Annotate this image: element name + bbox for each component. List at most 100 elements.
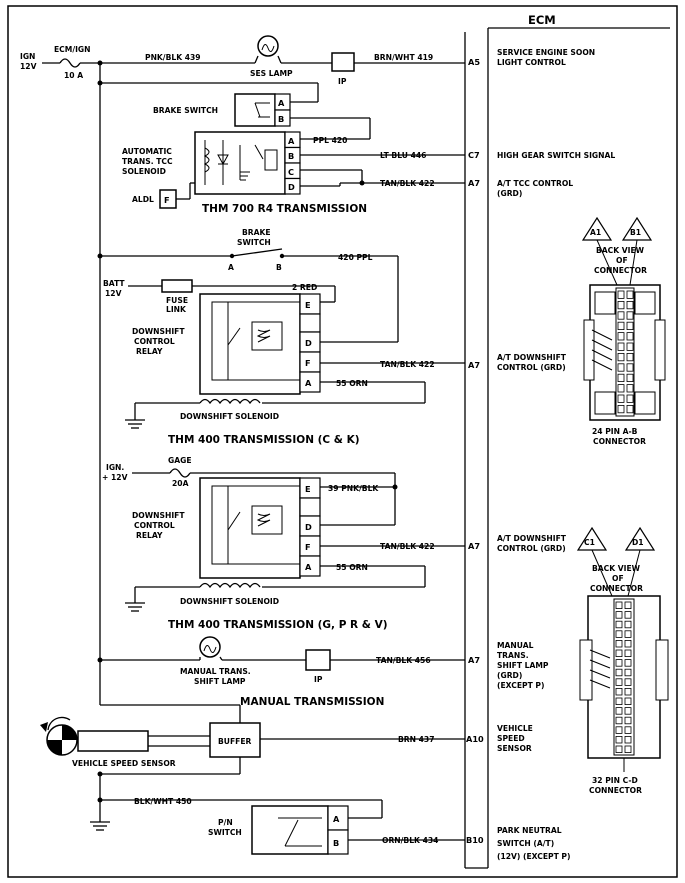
gprv-relay-pin-e: E: [305, 484, 311, 494]
tcc-pin-c: C: [288, 167, 294, 177]
connector-pin-cavity: [617, 384, 625, 393]
connector-pin-cavity: [626, 363, 634, 372]
connector-pin-cavity: [615, 697, 623, 705]
manual-section: MANUAL TRANS. SHIFT LAMP IP TAN/BLK 456 …: [97, 636, 465, 708]
ck-relay-pin-f: F: [305, 358, 311, 368]
manual-title: MANUAL TRANSMISSION: [240, 696, 384, 708]
connector-pin-cavity: [626, 373, 634, 383]
pn-section: BLK/WHT 450 P/N SWITCH A B ORN/BLK 434: [90, 774, 465, 855]
ck-relay-label-2: CONTROL: [134, 337, 175, 346]
ses-ip-label: IP: [338, 77, 347, 86]
vss-section: BUFFER BRN 437 VEHICLE SPEED SENSOR: [40, 716, 465, 777]
connector-pin-cavity: [615, 601, 623, 609]
connector-pin-cavity: [626, 300, 634, 310]
wire-label-55-orn-gprv: 55 ORN: [336, 563, 368, 572]
ck-relay-label-1: DOWNSHIFT: [132, 327, 185, 336]
ecm-func-ds-gprv-2: CONTROL (GRD): [497, 544, 566, 553]
connector-pin-cavity: [617, 342, 625, 351]
connector-pin-cavity: [617, 352, 625, 362]
ecm-ign-fuse-rating: 10 A: [64, 71, 83, 80]
ecm-pin-a7-manual: A7: [468, 655, 480, 665]
connector-ab-a1-label: A1: [590, 228, 601, 237]
gprv-ign-label-2: + 12V: [102, 473, 128, 482]
gprv-relay-label-2: CONTROL: [134, 521, 175, 530]
manual-shift-lamp-icon: [199, 636, 223, 661]
ecm-pin-a7-tcc: A7: [468, 178, 480, 188]
fuse-link: [161, 279, 193, 293]
ecm-func-tcc-1: A/T TCC CONTROL: [497, 179, 573, 188]
connector-pin-cavity: [617, 290, 625, 299]
connector-cd-caption-1: 32 PIN C-D: [592, 776, 638, 785]
connector-pin-cavity: [617, 311, 625, 320]
vss-buffer: [209, 722, 261, 758]
ecm-func-manual-2: TRANS.: [497, 651, 529, 660]
wire-label-brn-419: BRN/WHT 419: [374, 53, 433, 62]
ck-downshift-relay: [199, 293, 301, 395]
connector-pin-cavity: [617, 404, 625, 414]
connector-pin-cavity: [626, 311, 634, 320]
ecm-func-vss-3: SENSOR: [497, 744, 532, 753]
connector-pin-cavity: [617, 394, 625, 403]
ecm-pin-a7-ck: A7: [468, 360, 480, 370]
ck-switch-pin-a: A: [228, 263, 234, 272]
wire-label-lt-blu-446: LT BLU 446: [380, 151, 426, 160]
ses-lamp-label: SES LAMP: [250, 69, 293, 78]
vss-buffer-label: BUFFER: [218, 737, 252, 746]
ecm-func-vss-1: VEHICLE: [497, 724, 533, 733]
gprv-relay-label-1: DOWNSHIFT: [132, 511, 185, 520]
ecm-func-manual-3: SHIFT LAMP: [497, 661, 549, 670]
connector-pin-cavity: [624, 649, 632, 657]
connector-pin-cavity: [617, 321, 625, 331]
thm400ck-section: BRAKE SWITCH A B 420 PPL BATT 12V FUSE L…: [97, 228, 465, 446]
ecm-func-pn-2: SWITCH (A/T): [497, 839, 554, 848]
ign-label-2: 12V: [20, 62, 37, 71]
thm700-brake-switch: [234, 93, 276, 127]
wire-label-tan-blk-456: TAN/BLK 456: [376, 656, 431, 665]
pn-switch-label-2: SWITCH: [208, 828, 242, 837]
ecm-func-ds-ck-2: CONTROL (GRD): [497, 363, 566, 372]
connector-pin-cavity: [626, 404, 634, 414]
connector-pin-cavity: [615, 640, 623, 648]
wire-label-tan-blk-422-tcc: TAN/BLK 422: [380, 179, 435, 188]
connector-pin-cavity: [626, 332, 634, 341]
connector-pin-cavity: [626, 384, 634, 393]
connector-ab-back-view-3: CONNECTOR: [594, 266, 647, 275]
ecm-functions: SERVICE ENGINE SOON LIGHT CONTROL HIGH G…: [497, 48, 615, 861]
vss-sensor-body: [77, 730, 149, 752]
ecm-pin-a7-gprv: A7: [468, 541, 480, 551]
connector-pin-cavity: [624, 678, 632, 686]
pn-pin-a: A: [333, 814, 340, 824]
fuse-symbol-gage: [169, 468, 191, 478]
connector-cd-back-view-1: BACK VIEW: [592, 564, 641, 573]
gprv-relay-pin-d: D: [305, 522, 312, 532]
connector-pin-cavity: [615, 649, 623, 657]
connector-pin-cavity: [615, 659, 623, 667]
connector-pin-cavity: [615, 726, 623, 734]
connector-pin-cavity: [624, 707, 632, 715]
connector-24pin-ab: A1 B1 BACK VIEW OF CONNECTOR 24 PIN A-B …: [581, 216, 666, 446]
connector-ab-back-view-2: OF: [616, 256, 628, 265]
manual-lamp-label-2: SHIFT LAMP: [194, 677, 246, 686]
manual-ip-label: IP: [314, 675, 323, 684]
tcc-solenoid-label-2: TRANS. TCC: [122, 157, 173, 166]
gprv-downshift-solenoid-coil: [199, 582, 261, 589]
connector-pin-cavity: [624, 736, 632, 744]
ck-switch-pin-b: B: [276, 263, 282, 272]
ecm-ign-fuse-label: ECM/IGN: [54, 45, 91, 54]
pn-switch-label-1: P/N: [218, 818, 233, 827]
gage-fuse-rating: 20A: [172, 479, 189, 488]
ses-ip-box: [331, 52, 355, 72]
batt-label-1: BATT: [103, 279, 125, 288]
ecm-func-ses-1: SERVICE ENGINE SOON: [497, 48, 595, 57]
connector-pin-cavity: [624, 611, 632, 619]
ecm-func-ses-2: LIGHT CONTROL: [497, 58, 566, 67]
tcc-pin-d: D: [288, 182, 295, 192]
connector-pin-cavity: [615, 688, 623, 696]
wire-label-pnk-439: PNK/BLK 439: [145, 53, 201, 62]
thm400ck-title: THM 400 TRANSMISSION (C & K): [168, 434, 360, 446]
manual-ip-box: [305, 649, 331, 671]
aldl-pin-f: F: [164, 195, 170, 205]
thm700-section: BRAKE SWITCH A B PPL 420 AUTOMATIC TRANS…: [97, 80, 465, 215]
gage-label: GAGE: [168, 456, 192, 465]
wire-label-39-pnk-blk: 39 PNK/BLK: [328, 484, 379, 493]
